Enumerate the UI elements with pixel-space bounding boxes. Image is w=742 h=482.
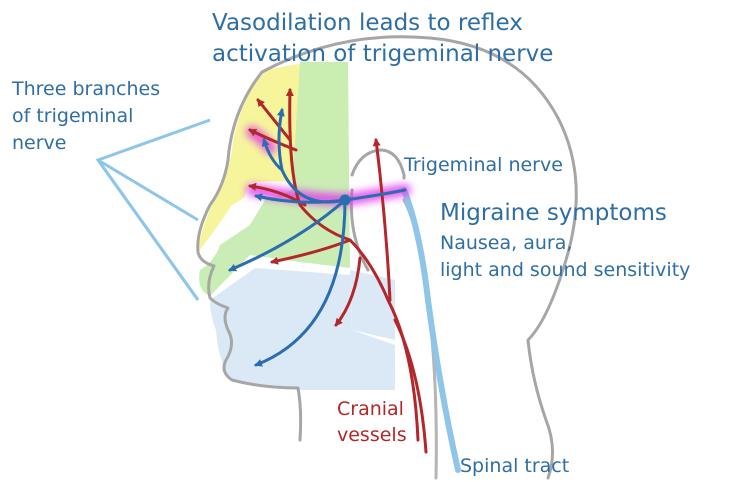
cranial-line-1: Cranial	[337, 396, 407, 422]
title-line-1: Vasodilation leads to reflex	[212, 8, 553, 39]
branches-line-1: Three branches	[12, 76, 160, 103]
three-branches-label: Three branches of trigeminal nerve	[12, 76, 160, 157]
cranial-vessels-label: Cranial vessels	[337, 396, 407, 448]
spinal-tract-label: Spinal tract	[460, 453, 569, 479]
migraine-symptoms-list: Nausea, aura, light and sound sensitivit…	[440, 230, 690, 284]
branches-line-2: of trigeminal	[12, 103, 160, 130]
diagram-title: Vasodilation leads to reflex activation …	[212, 8, 553, 70]
migraine-symptoms-title: Migraine symptoms	[440, 198, 667, 228]
migraine-line-2: light and sound sensitivity	[440, 257, 690, 284]
trigeminal-nerve-label: Trigeminal nerve	[404, 152, 563, 178]
migraine-line-1: Nausea, aura,	[440, 230, 690, 257]
title-line-2: activation of trigeminal nerve	[212, 39, 553, 70]
branches-line-3: nerve	[12, 130, 160, 157]
cranial-line-2: vessels	[337, 422, 407, 448]
